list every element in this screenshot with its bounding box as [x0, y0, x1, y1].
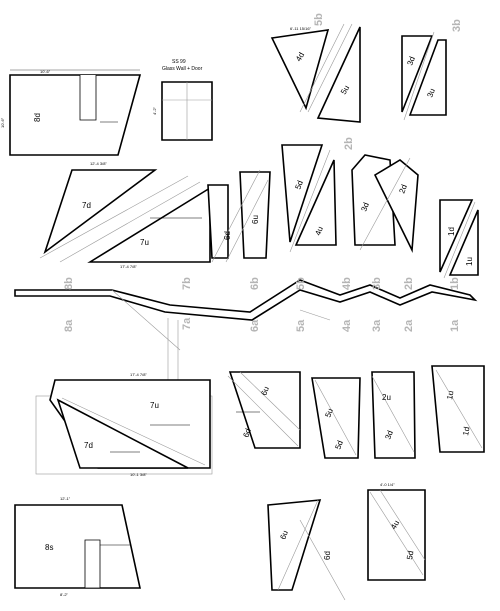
label-4u: 4u — [313, 225, 325, 236]
mark-3b-corner: 3b — [451, 19, 463, 32]
dim-8d-side: 10'-6" — [0, 117, 5, 128]
note-size: SS 99 — [172, 59, 186, 65]
dim-4-top: 4'-0 1/4" — [380, 482, 395, 487]
label-7d: 7d — [82, 201, 91, 210]
dim-8d-top: 10'-6" — [40, 69, 51, 74]
panel-5d-5u: 4d 5u 6'-11 15/16" — [270, 23, 361, 123]
panel-6d-6u: 6d 6u — [207, 169, 271, 263]
panel-8s: 8s 12'-1" 8'-2" — [14, 496, 141, 597]
label-5d: 4d — [294, 51, 306, 63]
mark-5a: 5a — [295, 319, 307, 332]
mark-6b: 6b — [249, 277, 261, 290]
label-4u-bottom: 4u — [389, 519, 401, 531]
mark-3b: 3b — [371, 277, 383, 290]
panel-4-bottom: 4u 5d 4'-0 1/4" — [367, 482, 426, 581]
dim-8s-bottom: 8'-2" — [60, 592, 69, 597]
dim-7-top: 12'-4 3/8" — [90, 161, 107, 166]
panel-8d: 8d 10'-6" 10'-6" — [0, 69, 142, 156]
label-2u: 2u — [382, 393, 391, 402]
label-7u: 7u — [140, 238, 149, 247]
label-4d: 5d — [405, 550, 415, 560]
mark-8a: 8a — [63, 319, 75, 332]
section-marks-top: 8b 7b 6b 5b 4b 3b 2b 1b — [63, 277, 461, 290]
mark-6a: 6a — [249, 319, 261, 332]
mark-2b-corner: 2b — [343, 137, 355, 150]
panel-3-lower: 2u 3d — [371, 371, 416, 459]
panel-5-mid: 5d 4u — [281, 144, 337, 253]
panel-2-3-mid: 3d 2d — [351, 154, 419, 253]
label-6d-bottom: 6d — [323, 551, 332, 560]
mark-2b: 2b — [403, 277, 415, 290]
label-3u: 3u — [425, 87, 437, 98]
mark-8b: 8b — [63, 277, 75, 290]
label-1u-lower: 1u — [445, 390, 455, 400]
mark-1a: 1a — [449, 319, 461, 332]
dim-7-bottom: 17'-4 7/8" — [120, 264, 137, 269]
label-5u: 5u — [339, 84, 351, 96]
mark-7b: 7b — [181, 277, 193, 290]
mark-2a: 2a — [403, 319, 415, 332]
panel-6-lower: 6u 6d — [227, 371, 301, 449]
label-6d: 6d — [223, 231, 232, 240]
label-8s: 8s — [45, 543, 53, 552]
mark-5b-corner: 5b — [313, 13, 325, 26]
note-glass-wall-label: Glass Wall + Door — [162, 66, 203, 72]
label-6u-bottom: 6u — [278, 529, 290, 540]
panel-door-frame: Glass Wall + Door SS 99 4'-2" — [152, 59, 213, 141]
label-7u-lower: 7u — [150, 401, 159, 410]
panel-7d-7u: 7d 7u 12'-4 3/8" 17'-4 7/8" — [39, 161, 211, 269]
panel-1-lower: 1u 1d — [431, 365, 485, 453]
label-8d: 8d — [33, 113, 42, 122]
mark-7a: 7a — [181, 317, 193, 330]
label-1d: 1d — [447, 227, 456, 236]
label-5u-lower: 5u — [323, 407, 335, 418]
dim-8s-top: 12'-1" — [60, 496, 71, 501]
label-2d: 2d — [397, 183, 409, 194]
label-3d-lower: 3d — [383, 429, 395, 440]
label-5d-mid: 5d — [293, 179, 305, 190]
label-6d-lower: 6d — [241, 427, 253, 438]
dim-7-lower-top: 17'-4 7/8" — [130, 372, 147, 377]
panel-5-6-bottom: 6u 6d — [267, 499, 346, 601]
mark-3a: 3a — [371, 319, 383, 332]
label-1d-lower: 1d — [461, 426, 471, 436]
panel-1d-1u: 1d 1u — [439, 199, 479, 279]
dim-7-lower-bottom: 10'-1 3/8" — [130, 472, 147, 477]
dim-door-side: 4'-2" — [152, 106, 157, 115]
wall-plan-zigzag — [14, 279, 478, 380]
label-6u-lower: 6u — [259, 385, 271, 396]
label-5d-lower: 5d — [333, 439, 345, 450]
section-marks-bottom: 8a 7a 6a 5a 4a 3a 2a 1a — [63, 317, 461, 332]
mark-4b: 4b — [341, 277, 353, 290]
panel-4-5-lower: 5u 5d — [311, 377, 361, 459]
label-7d-lower: 7d — [84, 441, 93, 450]
panel-7-lower: 7u 7d 17'-4 7/8" 10'-1 3/8" — [35, 372, 213, 477]
label-1u: 1u — [465, 257, 474, 266]
mark-1b: 1b — [449, 277, 461, 290]
label-6u: 6u — [251, 215, 260, 224]
mark-4a: 4a — [341, 319, 353, 332]
mark-5b: 5b — [295, 277, 307, 290]
panel-3d-3u: 3d 3u — [401, 31, 447, 121]
label-3d: 3d — [405, 55, 417, 66]
dim-5-top: 6'-11 15/16" — [290, 26, 312, 31]
label-3d-mid: 3d — [359, 201, 371, 212]
